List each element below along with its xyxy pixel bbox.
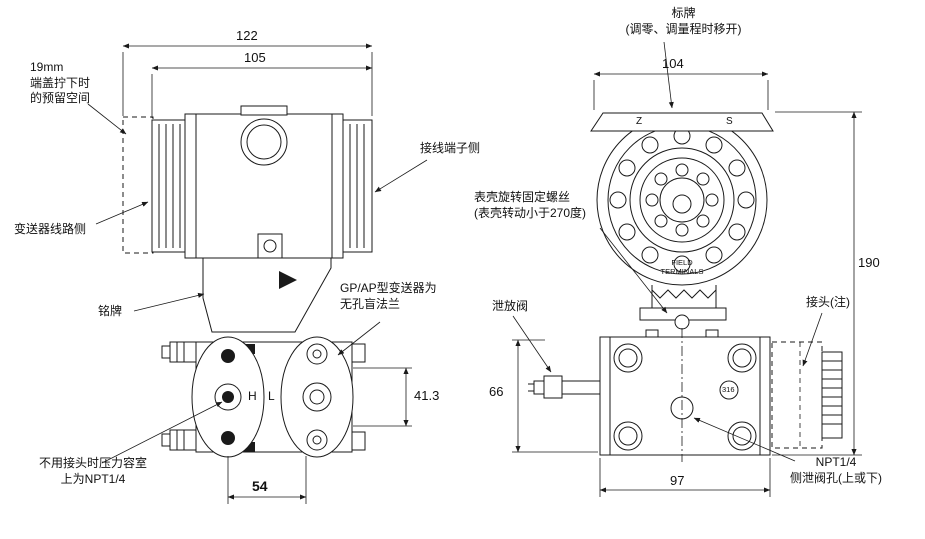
label-span-mark: S: [726, 116, 733, 127]
drawing-lines: [87, 41, 862, 504]
dim-190: 190: [858, 255, 880, 270]
label-case-screw: 表壳旋转固定螺丝 (表壳转动小于270度): [474, 190, 587, 220]
dim-104: 104: [662, 56, 684, 71]
label-terminal-side: 接线端子侧: [420, 141, 481, 155]
label-field-terminals: FIELD TERMINALS: [660, 258, 704, 276]
dim-122: 122: [236, 28, 258, 43]
flange-oval-low: [280, 336, 354, 458]
case-fixing-screw: [674, 314, 690, 330]
dim-97: 97: [670, 473, 685, 488]
right-leader-lines: [512, 41, 823, 462]
dim-105: 105: [244, 50, 266, 65]
top-cap: [590, 112, 774, 132]
label-nameplate: 铭牌: [98, 304, 123, 318]
dim-41-3: 41.3: [414, 388, 440, 403]
left-leader-lines: [87, 103, 428, 464]
label-drain-valve: 泄放阀: [492, 299, 529, 313]
nameplate-arrow-mark: [279, 271, 297, 289]
label-316-stamp: 316: [722, 385, 735, 394]
drain-valve-shape: [528, 375, 601, 399]
label-tag-plate: 标牌 (调零、调量程时移开): [625, 6, 742, 36]
dim-66: 66: [489, 384, 504, 399]
nameplate-shape: [202, 257, 332, 333]
label-hl-marks: H L: [248, 389, 279, 403]
dim-54: 54: [252, 478, 268, 494]
cover-clearance-outline: [122, 116, 154, 254]
label-blind-flange: GP/AP型变送器为 无孔盲法兰: [340, 281, 437, 311]
connector-phantom: [771, 341, 843, 449]
label-reserved-space: 19mm 端盖拧下时 的预留空间: [30, 60, 91, 106]
label-side-drain: NPT1/4 侧泄阀孔(上或下): [790, 455, 882, 485]
label-npt-note: 不用接头时压力容室 上为NPT1/4: [38, 456, 147, 486]
label-circuit-side: 变送器线路侧: [14, 222, 87, 236]
left-view-side: [87, 43, 428, 504]
right-view-front: [512, 41, 862, 497]
label-connector: 接头(注): [806, 295, 850, 309]
left-dim-lines: [122, 43, 373, 118]
label-zero-mark: Z: [636, 116, 643, 127]
